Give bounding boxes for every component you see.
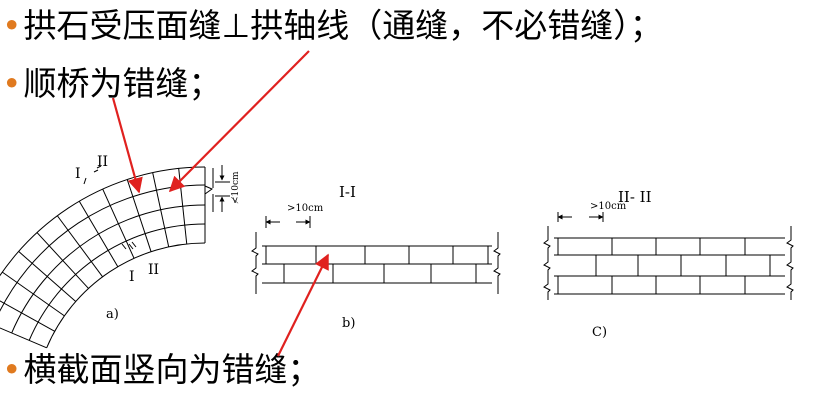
arch-voussoir-lines	[0, 166, 206, 349]
section-mark-bottom-icon	[121, 241, 137, 250]
bullet-line-2: •顺桥为错缝；	[2, 64, 221, 104]
arch-ring-line	[0, 184, 206, 312]
section-c-figure	[543, 212, 794, 300]
figure-c-dimension: >10cm	[590, 201, 627, 212]
bullet-text-2: 顺桥为错缝；	[23, 64, 222, 103]
bullet-text-3: 横截面竖向为错缝；	[23, 350, 321, 389]
arch-voussoir-joint	[78, 200, 119, 267]
figure-a-label: a)	[106, 307, 119, 322]
bullet-dot-icon: •	[2, 6, 22, 45]
figure-b-label: b)	[342, 316, 355, 331]
arch-voussoir-joint	[102, 188, 135, 259]
arch-voussoir-joint	[36, 232, 89, 289]
arch-voussoir-joint	[56, 215, 103, 278]
arch-ring-line	[46, 242, 206, 348]
callout-arrow-2	[111, 97, 143, 194]
figure-b-title: I-I	[339, 183, 356, 201]
bullet-line-1: •拱石受压面缝⊥拱轴线（通缝，不必错缝）；	[2, 6, 663, 46]
section-mark-a-bottom-2: II	[148, 262, 159, 278]
arch-ring-line	[28, 223, 206, 341]
bullet-dot-icon: •	[2, 350, 22, 389]
break-line-right-icon	[786, 226, 794, 300]
arch-voussoir-joint	[0, 300, 55, 332]
section-b-figure	[251, 216, 501, 294]
arch-ring-line	[0, 166, 206, 277]
figure-c-title: II- II	[618, 188, 652, 206]
arch-voussoir-joint	[18, 251, 77, 302]
break-line-left-icon	[543, 226, 551, 300]
bullet-dot-icon: •	[2, 64, 22, 103]
callout-arrow-3	[277, 253, 329, 357]
figure-c-label: C)	[592, 325, 607, 340]
callout-arrow-1	[168, 50, 310, 193]
arch-voussoir-joint	[2, 271, 65, 317]
arch-crown-abutment	[204, 167, 214, 212]
arch-figure	[0, 165, 230, 349]
arch-ring-line	[11, 204, 206, 334]
bullet-line-3: •横截面竖向为错缝；	[2, 350, 320, 390]
section-mark-a-top-2: II	[97, 154, 108, 170]
figure-b-dimension: >10cm	[287, 203, 324, 214]
section-c-joints	[557, 238, 771, 294]
break-line-right-icon	[493, 232, 501, 294]
section-mark-top-icon	[83, 165, 102, 185]
break-line-left-icon	[251, 232, 259, 294]
arch-voussoir-joint	[152, 172, 170, 247]
arch-voussoir-joint	[0, 327, 47, 349]
section-mark-a-top-1: I	[75, 166, 81, 182]
bullet-text-1: 拱石受压面缝⊥拱轴线（通缝，不必错缝）；	[23, 6, 663, 45]
section-mark-a-bottom-1: I	[129, 269, 135, 285]
figure-a-dimension: ≮10cm	[230, 171, 241, 204]
